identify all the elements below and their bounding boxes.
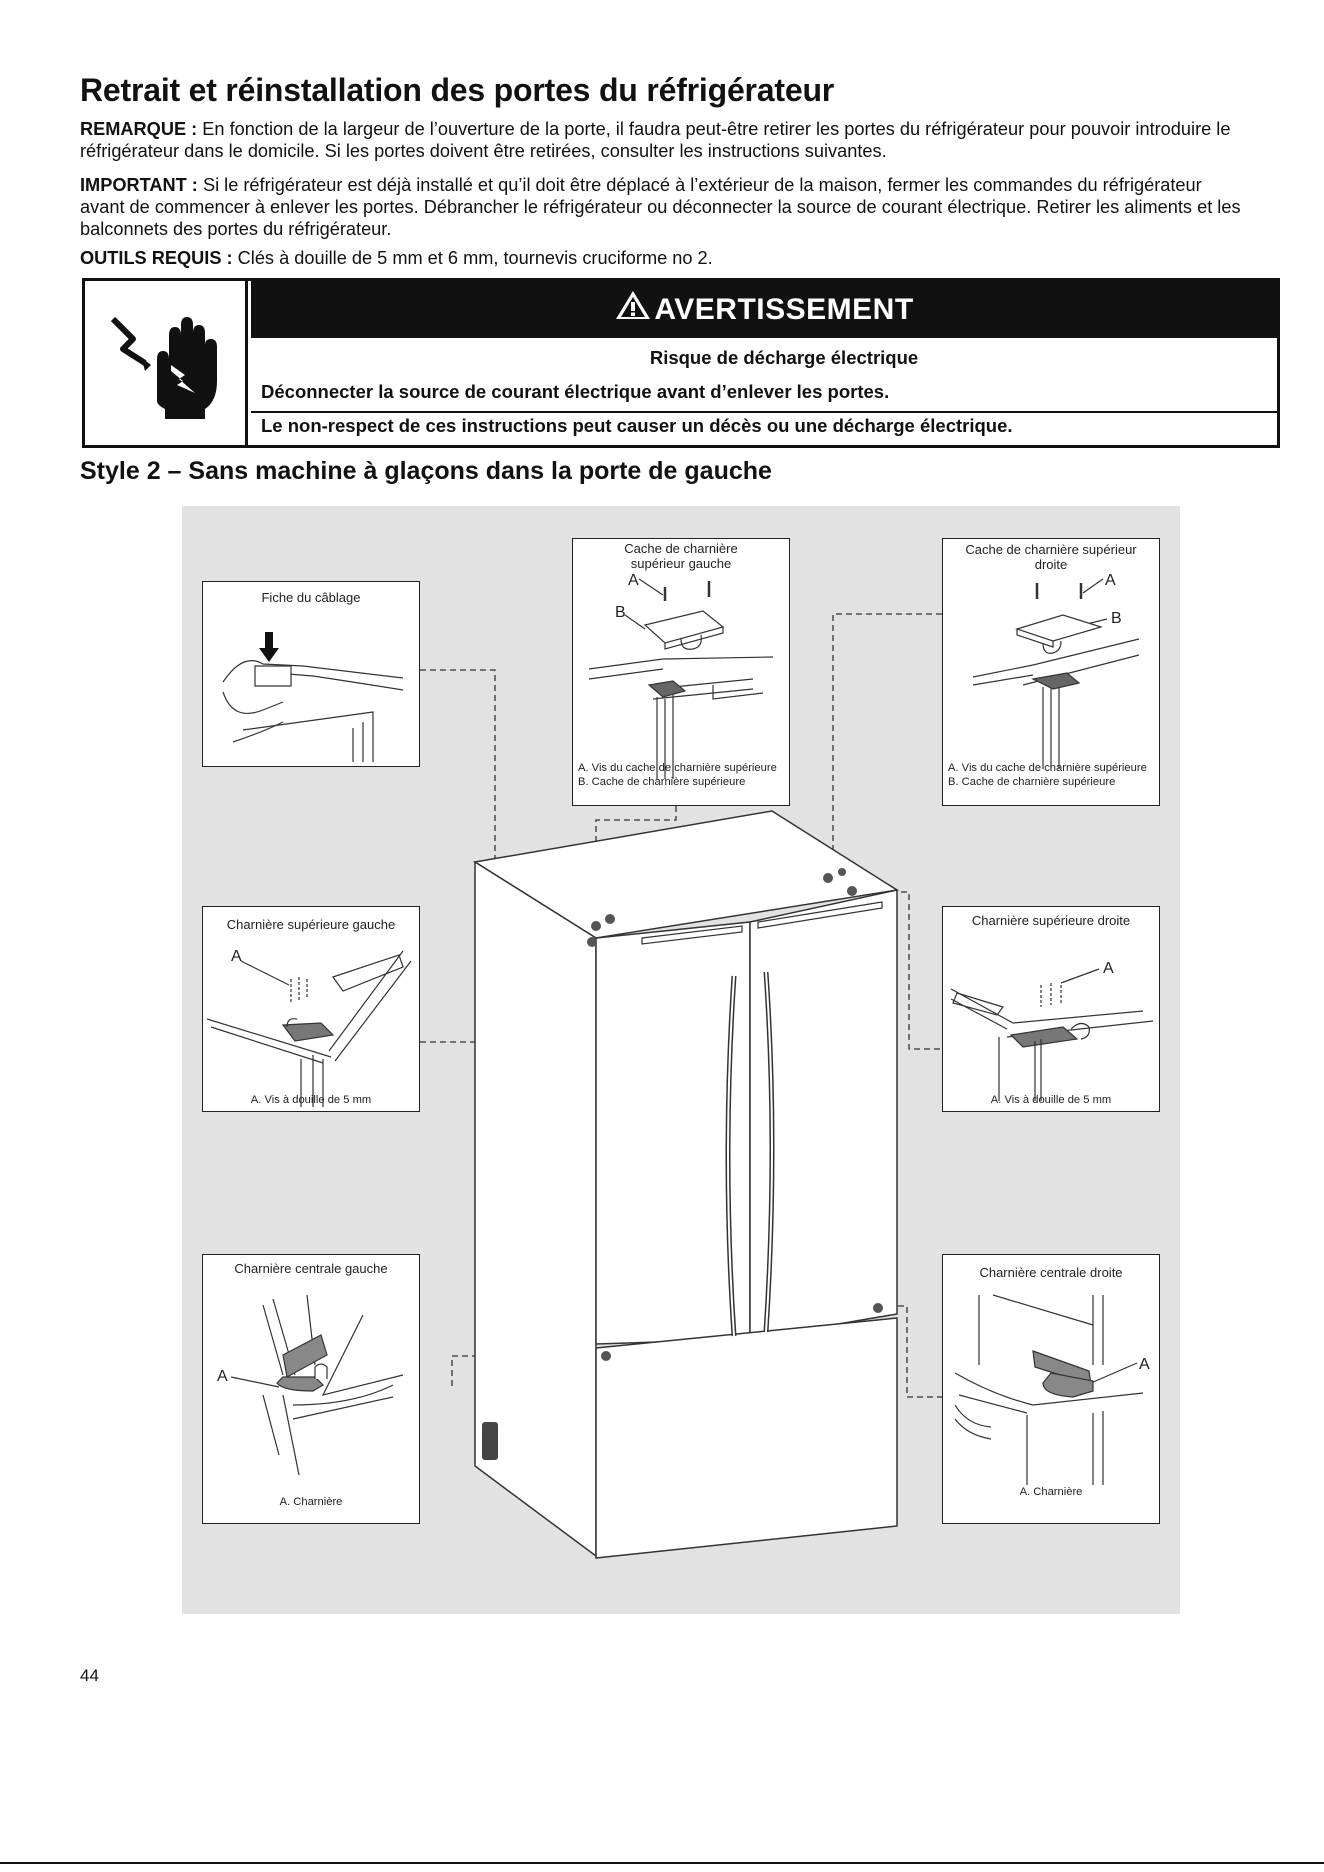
inset-top-cover-right-caption: Cache de charnière supérieur droite (965, 542, 1137, 572)
important-label: IMPORTANT : (80, 175, 198, 195)
page-number: 44 (80, 1666, 99, 1685)
inset-top-hinge-right-caption: Charnière supérieure droite (971, 913, 1131, 928)
warning-box: AVERTISSEMENT Risque de décharge électri… (82, 278, 1280, 448)
warning-header: AVERTISSEMENT (251, 281, 1277, 338)
warning-line-1: Déconnecter la source de courant électri… (251, 381, 1277, 413)
label-a: A (231, 948, 242, 965)
tools-paragraph: OUTILS REQUIS : Clés à douille de 5 mm e… (80, 247, 1250, 269)
top-hinge-right-drawing: A (950, 960, 1154, 1101)
inset-center-hinge-right-legend: A. Charnière (1019, 1486, 1083, 1498)
inset-top-cover-left-caption: Cache de charnière supérieur gauche (624, 541, 738, 571)
important-paragraph: IMPORTANT : Si le réfrigérateur est déjà… (80, 174, 1250, 240)
section-title: Style 2 – Sans machine à glaçons dans la… (80, 457, 772, 485)
inset-center-hinge-left-legend: A. Charnière (279, 1496, 343, 1508)
inset-top-hinge-left-legend: A. Vis à douille de 5 mm (250, 1094, 372, 1106)
remarque-text: En fonction de la largeur de l’ouverture… (80, 119, 1231, 161)
inset-center-hinge-left: Charnière centrale gauche A A. Charnière (202, 1254, 420, 1524)
important-text: Si le réfrigérateur est déjà installé et… (80, 175, 1241, 239)
inset-top-cover-left: Cache de charnière supérieur gauche A B … (572, 538, 790, 806)
wiring-plug-drawing (222, 632, 404, 762)
inset-wiring-plug: Fiche du câblage (202, 581, 420, 767)
page-title: Retrait et réinstallation des portes du … (80, 72, 835, 108)
inset-top-hinge-left-caption: Charnière supérieure gauche (226, 917, 396, 932)
label-a: A (1105, 572, 1116, 589)
inset-top-cover-left-legend: A. Vis du cache de charnière supérieure … (578, 762, 777, 788)
inset-top-hinge-right-legend: A. Vis à douille de 5 mm (990, 1094, 1112, 1106)
warning-line-2: Le non-respect de ces instructions peut … (261, 415, 1013, 436)
inset-center-hinge-right-caption: Charnière centrale droite (979, 1265, 1123, 1280)
label-b: B (615, 604, 626, 621)
label-a: A (628, 572, 639, 589)
label-a: A (1139, 1356, 1150, 1373)
label-a: A (1103, 960, 1114, 977)
inset-center-hinge-right: Charnière centrale droite A A. Charnière (942, 1254, 1160, 1524)
bottom-rule (0, 1862, 1324, 1864)
inset-top-hinge-left: Charnière supérieure gauche A A. Vis à d… (202, 906, 420, 1112)
remarque-paragraph: REMARQUE : En fonction de la largeur de … (80, 118, 1250, 162)
label-a: A (217, 1368, 228, 1385)
tools-label: OUTILS REQUIS : (80, 248, 233, 268)
top-cover-left-drawing: A B (588, 572, 774, 779)
top-hinge-left-drawing: A (206, 948, 412, 1107)
warning-triangle-icon (616, 291, 651, 319)
inset-wiring-caption: Fiche du câblage (261, 590, 361, 605)
top-cover-right-drawing: A B (972, 572, 1140, 769)
tools-text: Clés à douille de 5 mm et 6 mm, tournevi… (237, 248, 713, 268)
inset-center-hinge-left-caption: Charnière centrale gauche (234, 1261, 388, 1276)
warning-icon-cell (85, 281, 248, 445)
center-hinge-left-drawing: A (217, 1294, 404, 1476)
label-b: B (1111, 610, 1122, 627)
center-hinge-right-drawing: A (954, 1294, 1150, 1485)
warning-header-text: AVERTISSEMENT (654, 293, 914, 326)
remarque-label: REMARQUE : (80, 119, 198, 139)
electric-shock-hand-icon (110, 316, 217, 419)
door-removal-figure: Fiche du câblage Cache de charnière supé… (182, 506, 1180, 1614)
inset-top-hinge-right: Charnière supérieure droite A A. Vis à d… (942, 906, 1160, 1112)
refrigerator-illustration (400, 613, 943, 1559)
warning-risk: Risque de décharge électrique (649, 347, 919, 368)
inset-top-cover-right-legend: A. Vis du cache de charnière supérieure … (948, 762, 1147, 788)
inset-top-cover-right: Cache de charnière supérieur droite A B … (942, 538, 1160, 806)
